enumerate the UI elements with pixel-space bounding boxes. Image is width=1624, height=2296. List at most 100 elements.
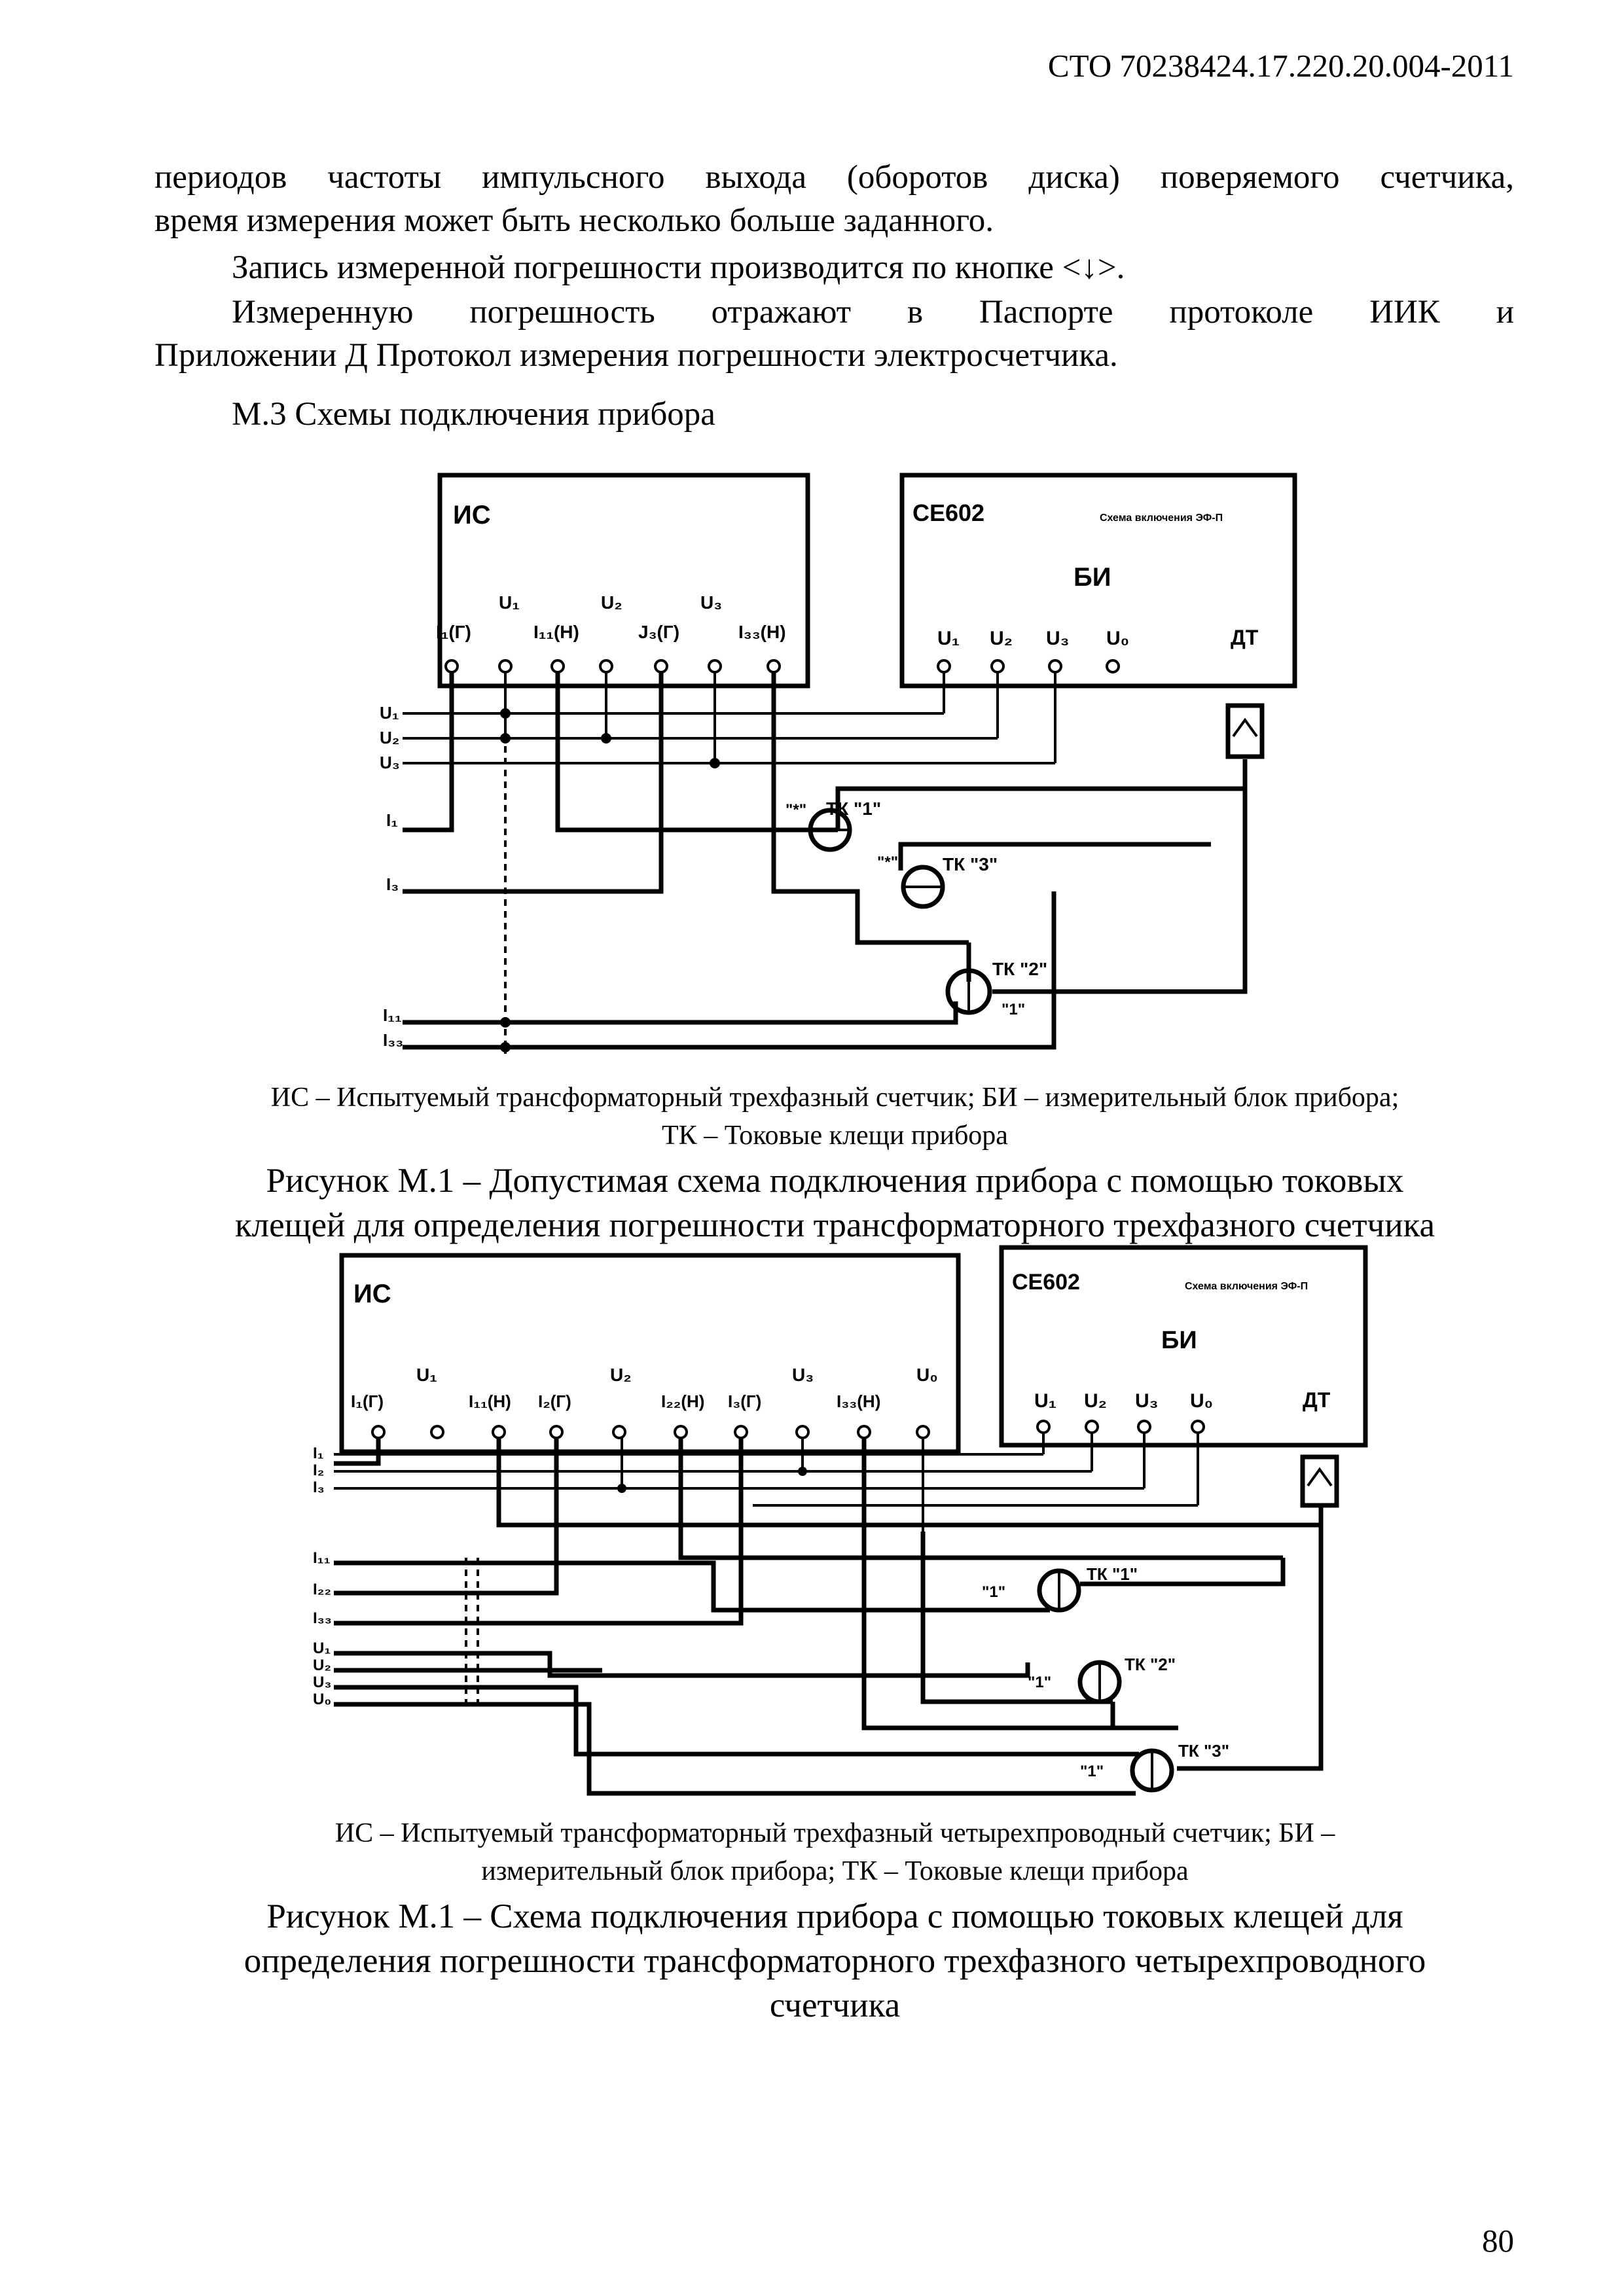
fig2-left-i1: I₁ — [313, 1444, 324, 1462]
fig1-bi-u3: U₃ — [1046, 628, 1070, 649]
fig2-left-u3: U₃ — [313, 1674, 331, 1691]
fig1-clamp-1 — [808, 808, 852, 852]
fig2-clamp-2-label: ТК "2" — [1125, 1655, 1176, 1674]
fig1-is-box — [437, 473, 810, 689]
fig2-clamp-2-mark: "1" — [1028, 1674, 1051, 1691]
fig1-left-u3: U₃ — [380, 753, 400, 772]
fig1-is-label: ИС — [453, 501, 491, 529]
fig2-bus-wires — [334, 1433, 1199, 1532]
fig1-left-i1: I₁ — [386, 810, 398, 830]
fig2-is-top-u1: U₁ — [416, 1365, 437, 1385]
fig2-is-top-u0: U₀ — [916, 1365, 938, 1385]
fig2-title-line-3: счетчика — [769, 1986, 901, 2024]
fig1-clamp-3-mark: "*" — [877, 853, 898, 871]
fig1-current-wires — [403, 672, 1248, 1050]
fig1-clamp-1-label: ТК "1" — [826, 798, 881, 819]
fig2-is-label: ИС — [353, 1280, 391, 1308]
fig2-bi-u0: U₀ — [1190, 1390, 1213, 1412]
fig1-left-i3: I₃ — [386, 874, 399, 894]
fig2-left-i11: I₁₁ — [313, 1549, 331, 1567]
fig2-clamp-3-mark: "1" — [1080, 1763, 1104, 1780]
fig1-title-line-2: клещей для определения погрешности транс… — [234, 1206, 1435, 1244]
fig2-clamp-3 — [1130, 1748, 1174, 1793]
fig1-is-term-i33: I₃₃(Н) — [738, 622, 786, 642]
fig1-dt-connector — [1225, 703, 1265, 759]
fig1-scheme-label: Схема включения ЭФ-П — [1100, 512, 1223, 524]
fig1-bi-u1: U₁ — [937, 628, 960, 649]
fig2-meter-label: СЕ602 — [1012, 1270, 1080, 1295]
fig2-clamp-1-label: ТК "1" — [1087, 1564, 1138, 1584]
fig2-bi-u2: U₂ — [1084, 1390, 1107, 1412]
fig2-current-wires — [334, 1438, 1324, 1796]
fig1-is-top-u2: U₂ — [601, 592, 623, 613]
fig2-left-i3: I₃ — [313, 1479, 325, 1496]
fig2-is-top-u3: U₃ — [792, 1365, 814, 1385]
fig1-voltage-wires — [403, 672, 1056, 768]
fig1-bi-box — [899, 473, 1297, 689]
fig1-left-u2: U₂ — [380, 728, 399, 747]
fig2-bi-label: БИ — [1161, 1327, 1197, 1354]
fig2-left-i22: I₂₂ — [313, 1581, 331, 1598]
fig2-left-u0: U₀ — [313, 1691, 331, 1708]
fig1-dt-label: ДТ — [1231, 626, 1259, 649]
fig1-bi-label: БИ — [1074, 563, 1111, 592]
fig2-is-term-i33: I₃₃(Н) — [837, 1391, 880, 1411]
fig2-scheme-label: Схема включения ЭФ-П — [1185, 1281, 1308, 1292]
fig1-clamp-2-label: ТК "2" — [992, 959, 1047, 979]
fig2-clamp-3-label: ТК "3" — [1178, 1741, 1229, 1761]
fig2-clamp-1 — [1037, 1568, 1081, 1613]
fig2-bi-box — [999, 1245, 1368, 1448]
fig2-is-term-i3: I₃(Г) — [728, 1391, 761, 1411]
section-title: М.3 Схемы подключения прибора — [232, 396, 715, 433]
fig1-clamp-3-label: ТК "3" — [943, 854, 998, 874]
fig2-title-line-1: Рисунок М.1 – Схема подключения прибора … — [266, 1897, 1403, 1935]
document-code: СТО 70238424.17.220.20.004-2011 — [1047, 48, 1514, 84]
fig1-title-line-1: Рисунок М.1 – Допустимая схема подключен… — [266, 1162, 1404, 1200]
fig2-dt-connector — [1300, 1454, 1339, 1508]
fig2-left-u2: U₂ — [313, 1657, 331, 1674]
fig1-clamp-2 — [945, 968, 992, 1015]
fig2-clamp-2 — [1077, 1660, 1122, 1704]
fig2-clamp-1-mark: "1" — [982, 1583, 1005, 1601]
fig1-is-terminals — [444, 659, 781, 673]
fig1-clamp-1-mark: "*" — [785, 801, 806, 819]
fig2-left-i2: I₂ — [313, 1462, 324, 1479]
fig1-bi-u2: U₂ — [990, 628, 1013, 649]
fig2-is-term-i11: I₁₁(Н) — [469, 1391, 511, 1411]
fig2-is-term-i1: I₁(Г) — [351, 1391, 384, 1411]
fig1-left-u1: U₁ — [380, 703, 399, 723]
fig1-is-top-u1: U₁ — [499, 592, 520, 613]
fig1-is-term-i1: I₁(Г) — [436, 622, 471, 642]
fig2-is-top-u2: U₂ — [610, 1365, 632, 1385]
fig2-is-term-i2: I₂(Г) — [538, 1391, 571, 1411]
figure-2-diagram: ИС U₁ U₂ U₃ U₀ I₁(Г) I₁₁(Н) I₂(Г) I₂₂(Н)… — [313, 1245, 1368, 1796]
fig2-legend-line-1: ИС – Испытуемый трансформаторный трехфаз… — [334, 1818, 1335, 1848]
fig2-legend-line-2: измерительный блок прибора; ТК – Токовые… — [481, 1856, 1189, 1886]
fig1-is-term-i11: I₁₁(Н) — [533, 622, 579, 642]
fig1-is-term-j3: J₃(Г) — [638, 622, 679, 642]
fig2-left-u1: U₁ — [313, 1640, 331, 1657]
paragraph-3-line-1: Измеренную погрешность отражают в Паспор… — [232, 294, 1514, 331]
fig2-bi-u3: U₃ — [1135, 1390, 1159, 1412]
figure-1-diagram: ИС U₁ U₂ U₃ I₁(Г) I₁₁(Н) J₃(Г) I₃₃(Н) СЕ… — [380, 473, 1297, 1054]
fig2-is-box — [339, 1253, 961, 1454]
fig2-title-line-2: определения погрешности трансформаторног… — [244, 1942, 1426, 1980]
fig2-dt-label: ДТ — [1303, 1388, 1331, 1412]
paragraph-3-line-2: Приложении Д Протокол измерения погрешно… — [154, 337, 1118, 374]
page-number: 80 — [1482, 2223, 1514, 2259]
fig2-bi-u1: U₁ — [1034, 1390, 1056, 1412]
paragraph-2: Запись измеренной погрешности производит… — [232, 249, 1125, 286]
fig1-clamp-3 — [901, 865, 945, 909]
paragraph-1-line-2: время измерения может быть несколько бол… — [154, 202, 994, 239]
paragraph-1-line-1: периодов частоты импульсного выхода (обо… — [154, 159, 1514, 196]
fig2-is-terminals — [371, 1425, 930, 1439]
fig1-legend-line-1: ИС – Испытуемый трансформаторный трехфаз… — [270, 1083, 1399, 1113]
fig1-left-i33: I₃₃ — [383, 1030, 403, 1050]
fig1-is-top-u3: U₃ — [700, 592, 722, 613]
fig1-left-i11: I₁₁ — [383, 1005, 402, 1025]
fig1-meter-label: СЕ602 — [912, 499, 984, 526]
fig1-bi-u0: U₀ — [1106, 628, 1129, 649]
fig1-legend-line-2: ТК – Токовые клещи прибора — [662, 1121, 1008, 1151]
fig2-left-i33: I₃₃ — [313, 1609, 332, 1627]
fig1-clamp-2-mark: "1" — [1001, 1001, 1025, 1018]
